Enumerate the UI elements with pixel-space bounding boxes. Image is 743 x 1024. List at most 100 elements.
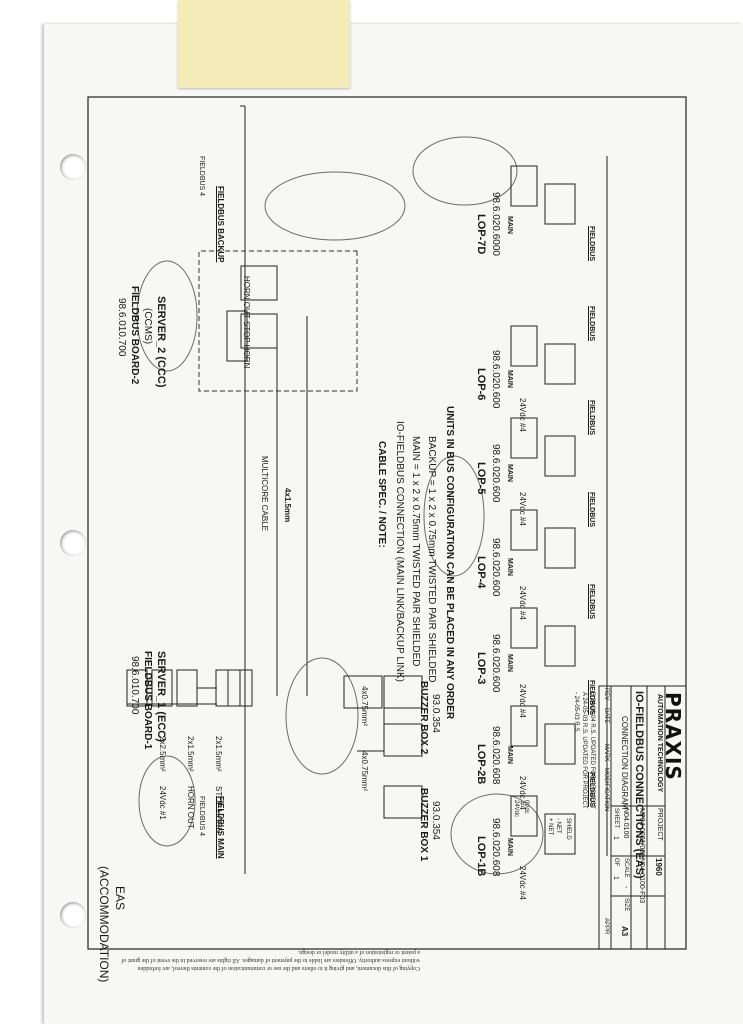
buzzer-box-2-cable: 4x0.75mm² [360,686,369,727]
lop-7d-code: 98.6.020.6000 [490,192,501,256]
size-label: SIZE [623,898,629,912]
paper-sheet [44,24,743,1024]
server1-name: SERVER_1 (ECC) [155,651,167,742]
terminal-shield: SHIELD [565,818,571,840]
project-label: PROJECT [656,808,663,841]
fieldbus-seg-6: FIELDBUS [588,306,595,341]
fieldbus-backup-label: FIELDBUS BACKUP [216,186,225,263]
lop-5-supply: 24Vdc #4 [518,492,527,526]
server1-terminal-block [215,669,253,707]
stop-cable-spec: 2x1.5mm² [214,736,223,772]
fieldbus-seg-4: FIELDBUS [588,492,595,527]
lop-3-role: MAIN [506,654,513,672]
terminal-24v: 24Vdc [513,800,519,818]
horn-signal: HORN OUT [186,786,195,829]
lop-5-role: MAIN [506,464,513,482]
lop-2b-code: 98.6.020.608 [490,726,501,785]
multicore-size: 4x1.5mm [283,488,292,523]
lop-1b-code: 98.6.020.608 [490,818,501,877]
rev-label: REV [603,688,609,701]
buzzer-box-2-name: BUZZER BOX 2 [418,681,429,755]
server2-alt: (CCMS) [142,308,153,345]
cable-spec-line1: IO-FIELDBUS CONNECTION (MAIN LINK/BACKUP… [394,421,405,682]
sheet-subtitle: CONNECTION DIAGRAM [620,716,629,810]
cable-spec-line2: MAIN = 1 x 2 x 0.75mm TWISTED PAIR SHIEL… [410,436,421,667]
fieldbus-seg-5: FIELDBUS [588,400,595,435]
multicore-label: MULTICORE CABLE [260,456,269,531]
scale-label: SCALE [623,858,629,878]
approved-label: APPR [603,918,609,935]
lop-3-supply: 24Vdc #4 [518,684,527,718]
server2-name: SERVER_2 (CCC) [155,296,167,388]
lop-5-code: 98.6.020.600 [490,444,501,503]
horn-out-server2: HORN OUT [242,276,251,319]
buzzer-box-1-cable: 4x0.75mm² [360,751,369,792]
connection-diagram: PRAXIS AUTOMATION TECHNOLOGY IO-FIELDBUS… [86,96,687,982]
fieldbus-seg-2: FIELDBUS [588,680,595,715]
cable-spec-line3: BACKUP = 1 x 2 x 0.75mm TWISTED PAIR SHI… [426,436,437,683]
lop-2b-name: LOP-2B [475,744,487,785]
terminal-net-minus: - NET [555,818,561,834]
drawing-border [87,96,687,950]
yard-number: N04.0100 [622,808,629,839]
size-value: A3 [620,926,629,937]
terminal-net-plus: + NET [547,818,553,836]
diagram-lines [87,96,687,950]
copyright-footer: Copying of this document, and giving it … [121,949,420,971]
stop-horn-server2: STOP HORN [242,321,251,369]
project-number: 1960 [654,858,663,876]
lop-terminals [510,165,576,855]
lop-3-name: LOP-3 [475,652,487,685]
punch-hole [60,530,86,556]
area-label: EAS [113,886,127,911]
rev-row-0: - 24-05-03 R.S. [573,692,579,734]
fieldbus-main-label: FIELDBUS MAIN [216,796,225,859]
server2-dashed-enclosure [198,250,358,392]
terminal-0v: 0Vdc [523,800,529,814]
mark-label: MARK [603,744,609,762]
horn-cable-spec: 2x1.5mm² [186,736,195,772]
buzzer-box-1-name: BUZZER BOX 1 [418,788,429,862]
lop-6-name: LOP-6 [475,368,487,401]
lop-6-role: MAIN [506,370,513,388]
v24-signal: 24Vdc #1 [158,786,167,820]
lop-5-name: LOP-5 [475,462,487,495]
cable-spec-heading: CABLE SPEC. / NOTE: [376,441,387,548]
punch-hole [60,902,86,928]
v24-cable-spec: 2x2.5mm² [158,736,167,772]
modification-label: MODIFICATION [603,768,609,812]
fieldbus-4-main: FIELDBUS 4 [198,796,205,837]
lop-1b-supply: 24Vdc #4 [518,866,527,900]
lop-6-supply: 24Vdc #4 [518,398,527,432]
lop-1b-role: MAIN [506,838,513,856]
lop-7d-name: LOP-7D [475,214,487,255]
date-label: DATE [603,708,609,724]
buzzer-box-2-code: 93.0.354 [430,694,441,733]
lop-2b-role: MAIN [506,746,513,764]
server1-board: FIELDBUS BOARD-1 [142,651,153,750]
area-sublabel: (ACCOMMODATION) [97,866,111,983]
punch-hole [60,154,86,180]
lop-4-supply: 24Vdc #4 [518,586,527,620]
fieldbus-seg-3: FIELDBUS [588,584,595,619]
order-number: NP04-0001/008 [638,808,645,858]
sheet-label: SHEET [613,808,619,829]
buzzer-box-2-terminals [383,675,423,709]
cable-spec-line4: UNITS IN BUS CONFIGURATION CAN BE PLACED… [444,406,455,720]
server1-code: 98.6.010.700 [129,656,140,715]
server2-code: 98.6.010.700 [116,298,127,357]
fieldbus-seg-7: FIELDBUS [588,226,595,261]
buzzer-box-1-code: 93.0.354 [430,801,441,840]
scale-value: - [622,886,629,889]
sticky-note [178,0,350,88]
fieldbus-4-backup: FIELDBUS 4 [198,156,205,197]
drawing-number: N04-0100-F03 [638,858,645,904]
lop-4-code: 98.6.020.600 [490,538,501,597]
sheet-value: 1 [612,836,619,840]
lop-1b-name: LOP-1B [475,836,487,877]
of-label: OF [613,858,619,867]
server2-board: FIELDBUS BOARD-2 [129,286,140,385]
pencil-circle [264,171,406,241]
praxis-logo: PRAXIS [661,692,685,781]
lop-3-code: 98.6.020.600 [490,634,501,693]
